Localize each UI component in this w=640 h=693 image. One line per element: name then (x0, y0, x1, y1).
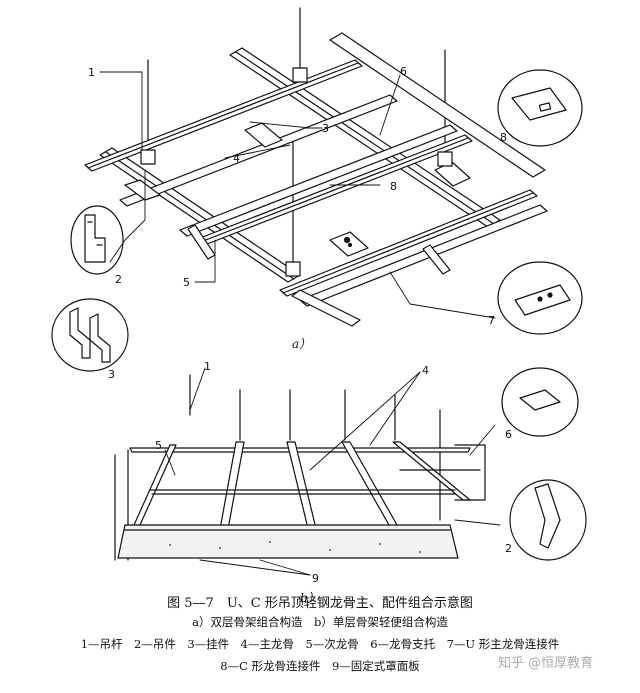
callout-5: 5 (183, 276, 190, 289)
detail-2-hanger-icon (70, 205, 124, 275)
detail-2b-hanger-icon (509, 479, 587, 561)
callout-3-detail: 3 (108, 368, 115, 381)
panel-a-callouts: 1 2 3 4 5 6 7 8 3 8 a） (88, 65, 507, 381)
cross-members (124, 122, 471, 327)
figure-legend-line-2: 8—C 形龙骨连接件 9—固定式罩面板 (220, 659, 420, 673)
callout-6: 6 (400, 65, 407, 78)
panel-b-board (117, 524, 459, 559)
detail-6-support-icon (501, 367, 579, 437)
callout-b-6: 6 (505, 428, 512, 441)
watermark: 知乎 @恒厚教育 (498, 656, 594, 671)
panel-a-grid (84, 7, 548, 327)
panel-b-rods (189, 374, 441, 521)
callout-2: 2 (115, 273, 122, 286)
callout-1: 1 (88, 66, 95, 79)
callout-8: 8 (500, 131, 507, 144)
callout-8-grid: 8 (390, 180, 397, 193)
callout-3: 3 (322, 122, 329, 135)
leader-lines-b (164, 367, 501, 576)
callout-b-9: 9 (312, 572, 319, 585)
callout-b-5: 5 (155, 439, 162, 452)
detail-3-clip-icon (51, 298, 129, 372)
panel-a-label: a） (292, 337, 311, 351)
figure-subcaption: a）双层骨架组合构造 b）单层骨架轻便组合构造 (192, 615, 448, 629)
callout-b-4: 4 (422, 364, 429, 377)
detail-7-connector-icon (497, 261, 583, 335)
hanger-clips (140, 67, 453, 277)
callout-4: 4 (233, 152, 240, 165)
leader-lines-a (99, 71, 496, 319)
secondary-keels (84, 59, 548, 307)
panel-b-label: b） (300, 591, 320, 605)
callout-b-2: 2 (505, 542, 512, 555)
panel-b-callouts: 1 4 5 6 2 9 b） (155, 360, 512, 605)
callout-b-1: 1 (204, 360, 211, 373)
figure-title: 图 5—7 U、C 形吊顶轻钢龙骨主、配件组合示意图 (167, 596, 473, 611)
panel-b-grid (114, 374, 486, 561)
detail-8-connector-icon (497, 69, 583, 147)
figure-legend-line-1: 1—吊杆 2—吊件 3—挂件 4—主龙骨 5—次龙骨 6—龙骨支托 7—U 形主… (80, 637, 560, 651)
main-keels (99, 32, 546, 283)
callout-7: 7 (488, 314, 495, 327)
